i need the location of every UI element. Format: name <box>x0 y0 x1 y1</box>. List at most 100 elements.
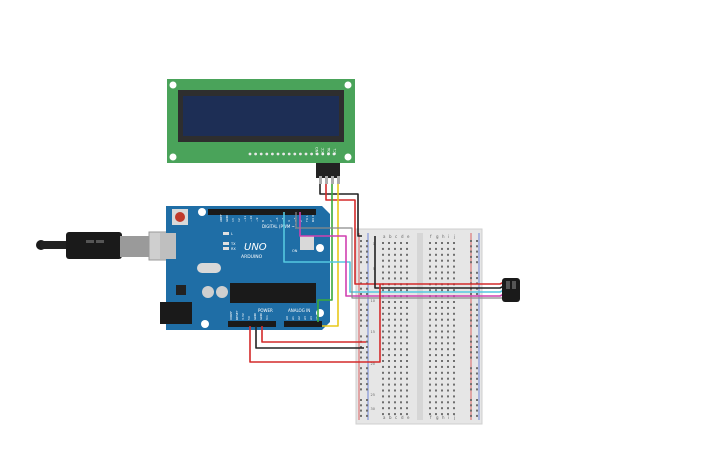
breadboard-hole[interactable] <box>388 413 390 416</box>
breadboard-hole[interactable] <box>435 371 437 374</box>
breadboard-hole[interactable] <box>447 242 449 244</box>
breadboard-hole[interactable] <box>406 336 408 339</box>
breadboard-hole[interactable] <box>470 245 472 248</box>
breadboard-hole[interactable] <box>453 253 455 256</box>
breadboard-hole[interactable] <box>453 306 455 309</box>
breadboard-hole[interactable] <box>366 356 368 359</box>
breadboard-hole[interactable] <box>360 255 362 258</box>
breadboard-hole[interactable] <box>382 306 384 309</box>
breadboard-hole[interactable] <box>382 312 384 315</box>
breadboard-hole[interactable] <box>429 407 431 410</box>
breadboard-hole[interactable] <box>400 342 402 345</box>
breadboard-hole[interactable] <box>366 324 368 327</box>
breadboard-hole[interactable] <box>470 377 472 380</box>
breadboard-hole[interactable] <box>435 348 437 351</box>
breadboard-hole[interactable] <box>441 336 443 339</box>
breadboard-hole[interactable] <box>366 383 368 386</box>
breadboard-hole[interactable] <box>394 312 396 315</box>
breadboard-hole[interactable] <box>400 377 402 380</box>
breadboard-hole[interactable] <box>366 404 368 407</box>
breadboard-hole[interactable] <box>447 306 449 309</box>
breadboard-hole[interactable] <box>453 312 455 315</box>
breadboard-hole[interactable] <box>476 377 478 380</box>
breadboard-hole[interactable] <box>453 265 455 268</box>
breadboard-hole[interactable] <box>447 377 449 380</box>
breadboard-hole[interactable] <box>453 407 455 410</box>
breadboard-hole[interactable] <box>435 253 437 256</box>
breadboard-hole[interactable] <box>388 348 390 351</box>
breadboard-hole[interactable] <box>388 401 390 404</box>
breadboard-hole[interactable] <box>394 265 396 268</box>
breadboard-hole[interactable] <box>382 365 384 368</box>
breadboard-hole[interactable] <box>470 372 472 375</box>
breadboard-hole[interactable] <box>435 383 437 386</box>
breadboard-hole[interactable] <box>453 301 455 303</box>
breadboard-hole[interactable] <box>429 365 431 368</box>
breadboard-hole[interactable] <box>388 330 390 333</box>
breadboard-hole[interactable] <box>435 324 437 327</box>
breadboard-hole[interactable] <box>366 399 368 401</box>
breadboard-hole[interactable] <box>400 360 402 362</box>
usb-cable-icon[interactable] <box>36 231 178 261</box>
breadboard-hole[interactable] <box>406 306 408 309</box>
breadboard-hole[interactable] <box>400 318 402 321</box>
breadboard-hole[interactable] <box>394 247 396 250</box>
breadboard-hole[interactable] <box>453 318 455 321</box>
breadboard-hole[interactable] <box>360 250 362 253</box>
breadboard-hole[interactable] <box>441 377 443 380</box>
breadboard-hole[interactable] <box>400 271 402 274</box>
breadboard-hole[interactable] <box>382 289 384 292</box>
breadboard-hole[interactable] <box>382 342 384 345</box>
breadboard-hole[interactable] <box>394 360 396 362</box>
breadboard-hole[interactable] <box>400 277 402 280</box>
breadboard-hole[interactable] <box>382 247 384 250</box>
breadboard-hole[interactable] <box>406 360 408 362</box>
breadboard-hole[interactable] <box>453 377 455 380</box>
breadboard-hole[interactable] <box>429 348 431 351</box>
breadboard-hole[interactable] <box>406 259 408 262</box>
breadboard-hole[interactable] <box>447 407 449 410</box>
breadboard-hole[interactable] <box>382 324 384 327</box>
breadboard-hole[interactable] <box>360 383 362 386</box>
breadboard-hole[interactable] <box>406 383 408 386</box>
breadboard-hole[interactable] <box>453 348 455 351</box>
breadboard-hole[interactable] <box>366 377 368 380</box>
breadboard-hole[interactable] <box>441 259 443 262</box>
breadboard-hole[interactable] <box>360 261 362 264</box>
lcd-i2c-connector[interactable] <box>316 163 340 184</box>
breadboard-hole[interactable] <box>388 336 390 339</box>
breadboard-hole[interactable] <box>406 389 408 392</box>
breadboard-hole[interactable] <box>366 351 368 354</box>
breadboard-hole[interactable] <box>429 377 431 380</box>
breadboard-hole[interactable] <box>388 312 390 315</box>
breadboard-hole[interactable] <box>400 324 402 327</box>
breadboard-hole[interactable] <box>435 360 437 362</box>
breadboard-hole[interactable] <box>382 242 384 244</box>
breadboard-hole[interactable] <box>435 389 437 392</box>
breadboard-hole[interactable] <box>429 330 431 333</box>
breadboard-hole[interactable] <box>470 308 472 311</box>
breadboard-hole[interactable] <box>435 265 437 268</box>
breadboard-hole[interactable] <box>435 259 437 262</box>
breadboard-hole[interactable] <box>400 371 402 374</box>
breadboard-hole[interactable] <box>400 389 402 392</box>
breadboard-hole[interactable] <box>406 407 408 410</box>
breadboard-hole[interactable] <box>453 247 455 250</box>
breadboard-hole[interactable] <box>476 404 478 407</box>
breadboard-hole[interactable] <box>382 354 384 357</box>
breadboard-hole[interactable] <box>429 253 431 256</box>
breadboard-hole[interactable] <box>360 388 362 391</box>
breadboard-hole[interactable] <box>470 367 472 370</box>
breadboard-hole[interactable] <box>406 371 408 374</box>
breadboard-hole[interactable] <box>406 318 408 321</box>
breadboard-hole[interactable] <box>360 324 362 327</box>
breadboard-hole[interactable] <box>388 383 390 386</box>
breadboard-hole[interactable] <box>388 277 390 280</box>
breadboard-hole[interactable] <box>388 407 390 410</box>
breadboard-hole[interactable] <box>441 265 443 268</box>
breadboard-hole[interactable] <box>394 301 396 303</box>
breadboard-hole[interactable] <box>406 301 408 303</box>
breadboard-hole[interactable] <box>470 293 472 295</box>
breadboard-hole[interactable] <box>453 401 455 404</box>
breadboard-hole[interactable] <box>388 371 390 374</box>
